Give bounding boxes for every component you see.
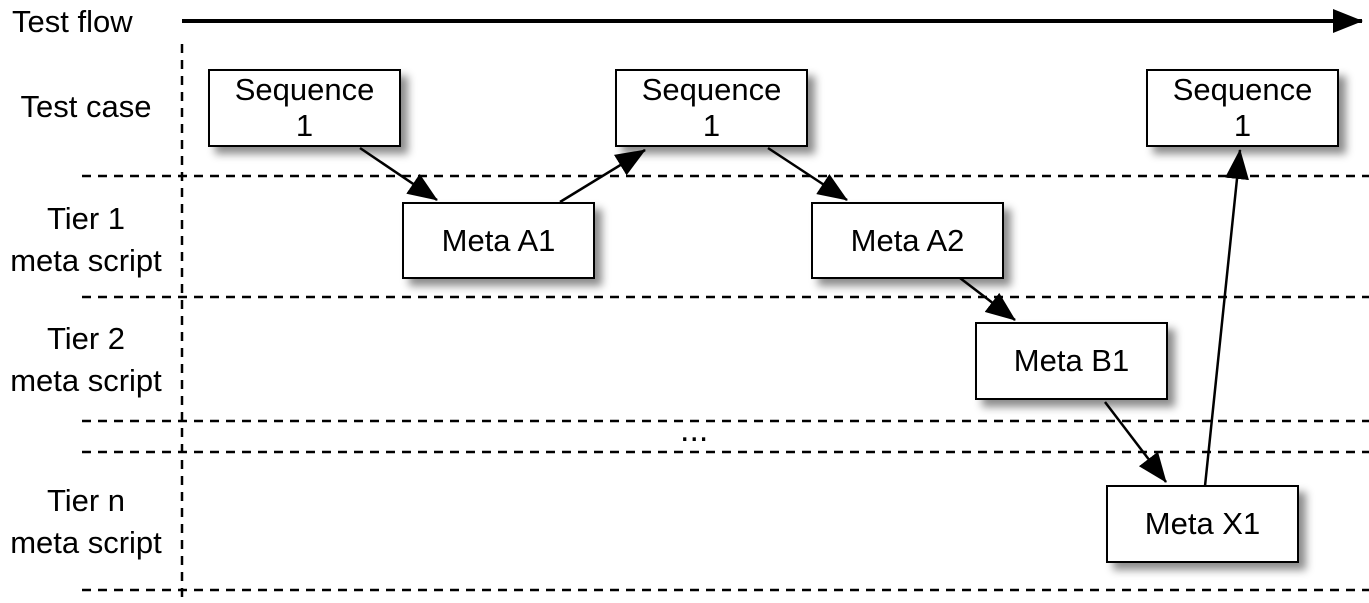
meta-a2-box: Meta A2 xyxy=(811,202,1004,279)
sequence-box-2-line1: Sequence xyxy=(641,72,782,107)
row-label-test-case-text: Test case xyxy=(20,89,152,124)
meta-x1-label: Meta X1 xyxy=(1144,506,1261,541)
meta-b1-label: Meta B1 xyxy=(1013,343,1130,378)
meta-a1-label: Meta A1 xyxy=(441,222,556,258)
row-label-tiern: Tier n meta script xyxy=(0,480,172,564)
sequence-box-3: Sequence 1 xyxy=(1146,69,1339,147)
row-label-tier2-line1: Tier 2 xyxy=(46,321,126,356)
arrow-meta-x1-to-seq3 xyxy=(1203,149,1249,487)
sequence-box-1-line1: Sequence xyxy=(234,72,375,107)
sequence-box-1-line2: 1 xyxy=(295,108,314,143)
tier-ellipsis: ... xyxy=(680,411,709,449)
row-label-tiern-line2: meta script xyxy=(10,525,162,560)
row-label-tier1: Tier 1 meta script xyxy=(0,198,172,282)
row-label-test-case: Test case xyxy=(0,86,172,128)
sequence-box-2-line2: 1 xyxy=(702,108,721,143)
row-label-tier2: Tier 2 meta script xyxy=(0,318,172,402)
arrow-seq2-to-meta-a2 xyxy=(767,146,848,202)
meta-b1-box: Meta B1 xyxy=(975,322,1168,400)
sequence-box-3-line2: 1 xyxy=(1233,108,1252,143)
row-label-tier1-line1: Tier 1 xyxy=(46,201,126,236)
arrow-meta-b1-to-meta-x1 xyxy=(1104,401,1167,483)
sequence-box-3-line1: Sequence xyxy=(1172,72,1313,107)
meta-x1-box: Meta X1 xyxy=(1106,485,1299,563)
row-label-tier2-line2: meta script xyxy=(10,363,162,398)
meta-a2-label: Meta A2 xyxy=(850,222,965,258)
test-flow-label: Test flow xyxy=(12,4,133,39)
meta-a1-box: Meta A1 xyxy=(402,202,595,279)
row-label-tiern-line1: Tier n xyxy=(46,483,126,518)
arrow-seq1-to-meta-a1 xyxy=(359,146,438,202)
arrow-meta-a1-to-seq2 xyxy=(559,148,646,204)
sequence-box-2: Sequence 1 xyxy=(615,69,808,147)
arrow-meta-a2-to-meta-b1 xyxy=(959,277,1016,321)
row-label-tier1-line2: meta script xyxy=(10,243,162,278)
sequence-box-1: Sequence 1 xyxy=(208,69,401,147)
